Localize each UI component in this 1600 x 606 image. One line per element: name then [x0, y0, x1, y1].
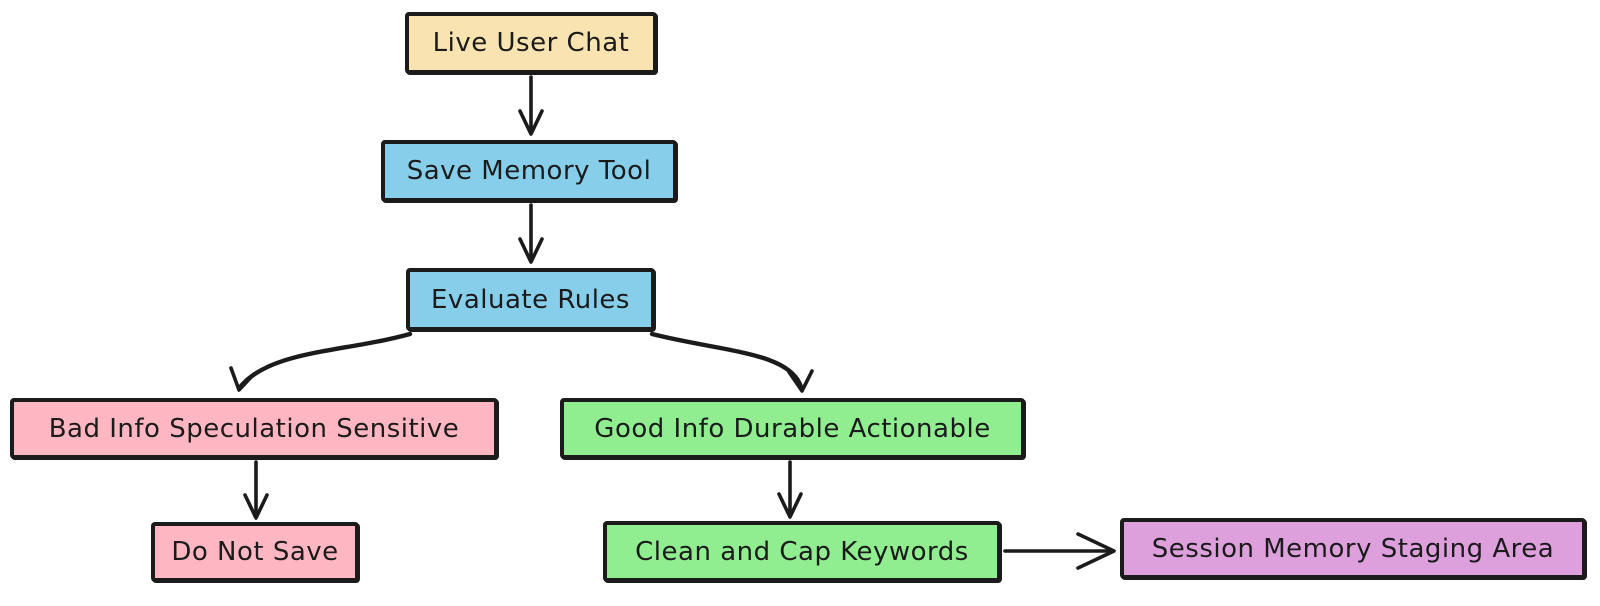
node-session-memory-staging-area: Session Memory Staging Area — [1120, 518, 1586, 579]
edge-bad-info-to-do-not-save — [243, 460, 269, 520]
edge-evaluate-rules-to-good-info — [649, 331, 814, 393]
node-live-user-chat-label: Live User Chat — [432, 28, 630, 58]
node-bad-info-label: Bad Info Speculation Sensitive — [48, 413, 460, 444]
edge-save-memory-tool-to-evaluate-rules — [518, 203, 544, 264]
node-clean-and-cap-keywords: Clean and Cap Keywords — [603, 521, 1001, 582]
edge-good-info-to-clean-cap-keywords — [777, 460, 803, 519]
node-clean-cap-keywords-label: Clean and Cap Keywords — [635, 536, 969, 567]
edge-live-user-chat-to-save-memory-tool — [518, 75, 544, 136]
node-save-memory-tool-label: Save Memory Tool — [406, 156, 652, 186]
node-do-not-save: Do Not Save — [151, 522, 359, 582]
edge-clean-cap-keywords-to-session-memory-staging — [1003, 532, 1116, 570]
node-bad-info-speculation-sensitive: Bad Info Speculation Sensitive — [10, 398, 498, 459]
node-good-info-durable-actionable: Good Info Durable Actionable — [560, 398, 1025, 459]
edge-evaluate-rules-to-bad-info — [229, 331, 413, 392]
node-evaluate-rules-label: Evaluate Rules — [431, 284, 630, 315]
node-save-memory-tool: Save Memory Tool — [381, 140, 677, 202]
node-do-not-save-label: Do Not Save — [171, 537, 339, 567]
node-session-memory-staging-label: Session Memory Staging Area — [1151, 533, 1555, 564]
node-evaluate-rules: Evaluate Rules — [406, 268, 655, 331]
node-good-info-label: Good Info Durable Actionable — [594, 413, 991, 444]
node-live-user-chat: Live User Chat — [405, 12, 657, 74]
